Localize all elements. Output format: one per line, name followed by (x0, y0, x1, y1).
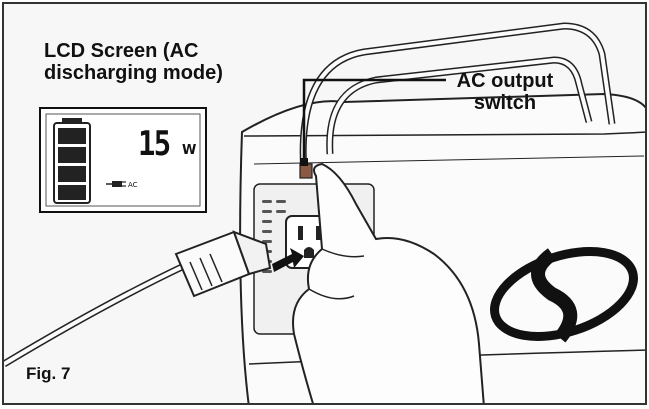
lcd-power-value: 15 (138, 124, 171, 164)
figure-frame: LCD Screen (AC discharging mode) AC outp… (2, 2, 647, 405)
illustration (4, 22, 645, 403)
brand-logo-icon (490, 247, 638, 343)
battery-level-icon (53, 118, 91, 204)
figure-number: Fig. 7 (26, 364, 71, 383)
switch-leader-line (302, 78, 446, 164)
switch-leader-dot (300, 158, 308, 166)
lcd-power-unit: W (182, 143, 197, 158)
insert-arrow-icon (272, 248, 304, 272)
lcd-screen-title: LCD Screen (AC discharging mode) (44, 40, 223, 85)
lcd-ac-plug-icon (106, 181, 126, 187)
ac-plug-icon (4, 230, 272, 368)
ac-output-switch-label: AC output switch (456, 70, 554, 115)
lcd-mode-tag: AC (128, 181, 138, 189)
pointing-hand-icon (292, 162, 485, 403)
lcd-panel (39, 107, 207, 213)
